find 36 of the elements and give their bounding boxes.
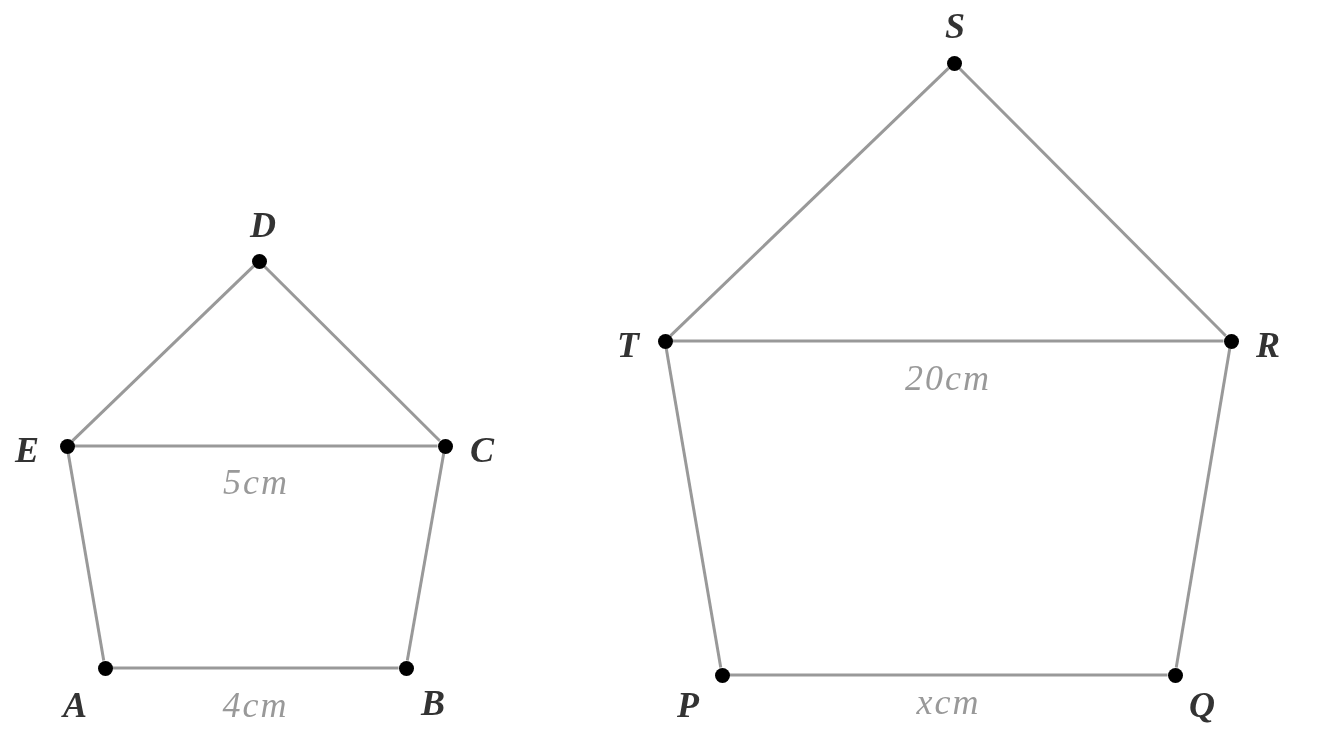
vertex-label: B	[421, 685, 445, 721]
vertex-label: R	[1256, 327, 1280, 363]
vertex-label: T	[617, 327, 639, 363]
vertex-point	[657, 333, 673, 349]
vertex-point	[398, 660, 414, 676]
line-segment	[669, 67, 950, 337]
line-segment	[263, 265, 441, 442]
vertex-label: E	[15, 432, 39, 468]
vertex-point	[97, 660, 113, 676]
length-label: xcm	[916, 684, 981, 720]
vertex-point	[251, 253, 267, 269]
length-label: 4cm	[222, 687, 289, 723]
line-segment	[71, 265, 255, 442]
vertex-point	[1167, 667, 1183, 683]
line-segment	[729, 673, 1168, 677]
vertex-point	[437, 438, 453, 454]
vertex-label: D	[250, 207, 276, 243]
line-segment	[66, 453, 106, 661]
vertex-point	[946, 55, 962, 71]
vertex-label: P	[677, 687, 699, 723]
vertex-label: C	[470, 432, 494, 468]
vertex-point	[714, 667, 730, 683]
vertex-label: S	[945, 8, 965, 44]
line-segment	[672, 339, 1224, 343]
line-segment	[958, 67, 1227, 337]
line-segment	[664, 348, 723, 668]
vertex-label: A	[63, 687, 87, 723]
line-segment	[74, 444, 438, 448]
vertex-point	[1223, 333, 1239, 349]
length-label: 5cm	[223, 464, 289, 500]
line-segment	[1174, 348, 1232, 668]
line-segment	[112, 666, 399, 670]
vertex-point	[59, 438, 75, 454]
line-segment	[405, 453, 446, 661]
length-label: 20cm	[905, 360, 991, 396]
vertex-label: Q	[1189, 687, 1215, 723]
